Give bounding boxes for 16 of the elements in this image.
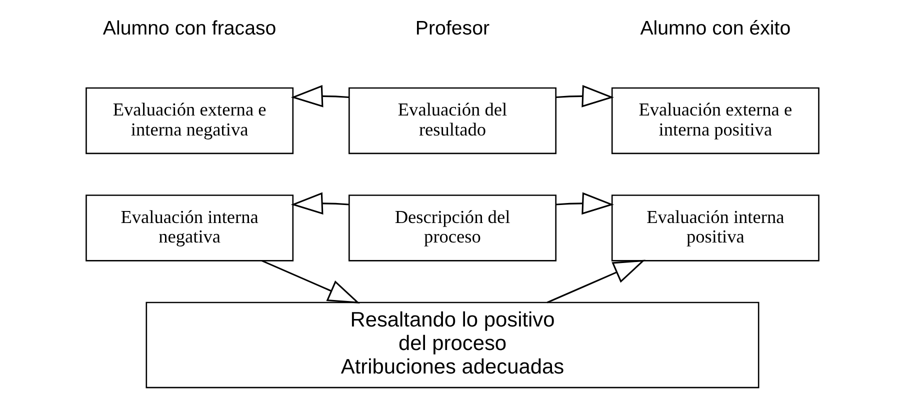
arrow bbox=[290, 192, 349, 215]
node-box: Evaluación interna negativa bbox=[86, 194, 294, 262]
label: Alumno con éxito bbox=[640, 17, 791, 40]
node-box: Evaluación externa e interna negativa bbox=[86, 87, 294, 154]
node-box: Resaltando lo positivo del proceso Atribuciones adecuadas bbox=[146, 302, 760, 388]
arrow bbox=[261, 260, 360, 304]
label: Profesor bbox=[415, 17, 490, 40]
node-box: Descripción del proceso bbox=[348, 194, 556, 262]
arrow bbox=[546, 260, 646, 304]
node-box: Evaluación del resultado bbox=[348, 87, 556, 154]
arrow bbox=[556, 84, 614, 108]
node-box: Evaluación interna positiva bbox=[611, 194, 820, 262]
arrow bbox=[290, 84, 349, 108]
node-box: Evaluación externa e interna positiva bbox=[611, 87, 820, 154]
label: Alumno con fracaso bbox=[102, 17, 276, 40]
arrow bbox=[556, 192, 614, 215]
